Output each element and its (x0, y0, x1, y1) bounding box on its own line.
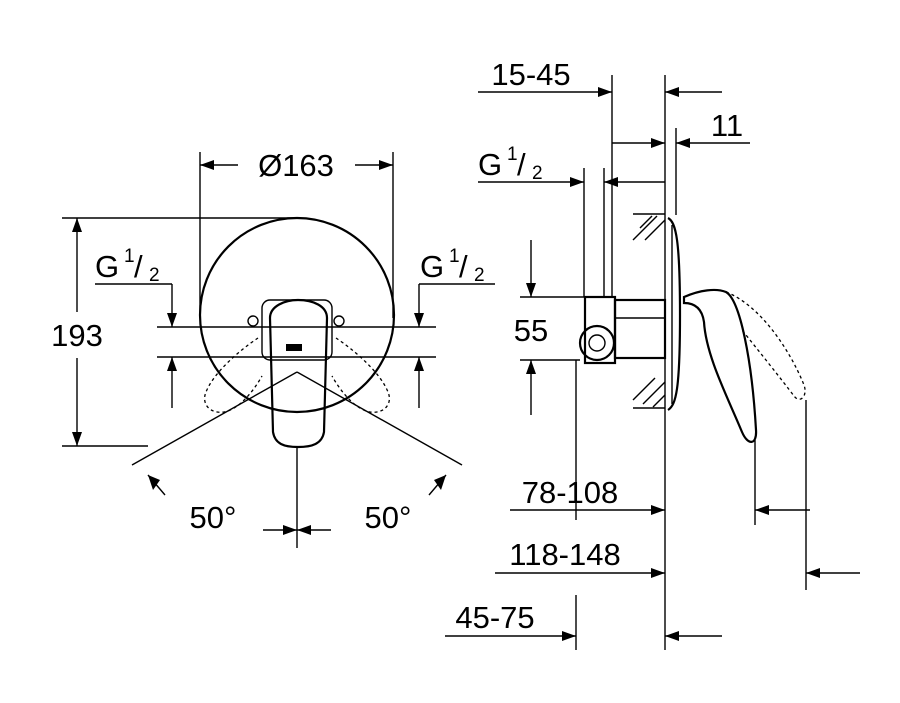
handle-swing-left (204, 337, 263, 413)
thread-side-label: G 1 / 2 (478, 144, 543, 184)
dim-78-108-label: 78-108 (522, 475, 619, 510)
arrow-head (283, 525, 297, 535)
screw-right (333, 315, 345, 327)
angle-label-right: 50° (365, 500, 412, 535)
lever-swing-ghost (725, 291, 806, 400)
dim-118-148-label: 118-148 (509, 537, 620, 572)
svg-text:2: 2 (474, 265, 485, 286)
arrow-head (562, 631, 576, 641)
wall-hatch-top (632, 213, 666, 241)
angle-line-left (131, 371, 298, 466)
dim-15-45-label: 15-45 (491, 57, 570, 92)
arrow-head (297, 525, 311, 535)
outlet-port-outer (578, 324, 616, 362)
svg-text:2: 2 (149, 265, 160, 286)
arrow-head (598, 87, 612, 97)
svg-text:1: 1 (507, 144, 518, 165)
svg-text:G: G (420, 249, 444, 284)
dim-55-label: 55 (514, 313, 548, 348)
lever-side (682, 288, 758, 443)
thread-label-left: G 1 / 2 (95, 246, 160, 286)
arrow-head (200, 160, 214, 170)
arrow-head (72, 432, 82, 446)
thread-label-right: G 1 / 2 (420, 246, 485, 286)
arrow-head (604, 177, 618, 187)
arrow-head (651, 138, 665, 148)
valve-spindle-housing (613, 298, 667, 360)
height-label: 193 (51, 318, 103, 353)
svg-text:/: / (459, 249, 468, 284)
arrow-head (379, 160, 393, 170)
arrow-head (665, 87, 679, 97)
svg-text:G: G (478, 147, 502, 182)
svg-text:/: / (134, 249, 143, 284)
handle-swing-right (331, 337, 390, 413)
escutcheon-plate (198, 216, 396, 414)
arrow-head (651, 568, 665, 578)
handle-logo (286, 344, 302, 351)
svg-text:1: 1 (449, 246, 460, 267)
dim-45-75-label: 45-75 (455, 600, 534, 635)
svg-text:1: 1 (124, 246, 135, 267)
outlet-port-inner (588, 334, 606, 352)
arrow-head (72, 218, 82, 232)
svg-text:G: G (95, 249, 119, 284)
diameter-label: Ø163 (258, 148, 334, 183)
front-view: Ø163 193 G 1 / 2 G 1 / (51, 148, 495, 548)
arrow-head (414, 357, 424, 371)
angle-arrow-right (428, 474, 447, 496)
arrow-head (526, 360, 536, 374)
angle-label-left: 50° (190, 500, 237, 535)
svg-text:2: 2 (532, 163, 543, 184)
dim-11-label: 11 (711, 108, 743, 143)
arrow-head (665, 631, 679, 641)
arrow-head (414, 313, 424, 327)
arrow-head (806, 568, 820, 578)
angle-arrow-left (147, 474, 166, 496)
wall-hatch-bottom (632, 377, 666, 409)
arrow-head (755, 505, 769, 515)
escutcheon-side (667, 217, 682, 411)
arrow-head (651, 505, 665, 515)
arrow-head (167, 313, 177, 327)
angle-line-right (296, 371, 463, 466)
screw-left (247, 315, 259, 327)
arrow-head (676, 138, 690, 148)
arrow-head (570, 177, 584, 187)
lever-handle (268, 298, 329, 449)
arrow-head (526, 283, 536, 297)
arrow-head (167, 357, 177, 371)
svg-text:/: / (517, 147, 526, 182)
side-view: 15-45 11 G 1 / 2 55 (445, 57, 860, 650)
